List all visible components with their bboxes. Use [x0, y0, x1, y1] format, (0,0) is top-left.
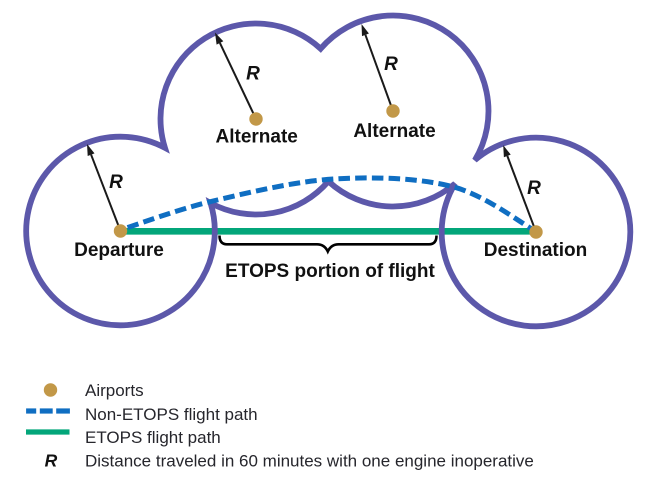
svg-text:Airports: Airports: [85, 381, 144, 400]
svg-text:R: R: [527, 178, 541, 199]
svg-text:Destination: Destination: [484, 240, 587, 261]
svg-text:R: R: [384, 54, 398, 75]
svg-text:R: R: [45, 451, 58, 471]
svg-text:R: R: [109, 172, 123, 193]
svg-text:Alternate: Alternate: [353, 121, 435, 142]
svg-text:R: R: [246, 64, 260, 85]
svg-text:ETOPS flight path: ETOPS flight path: [85, 428, 221, 447]
svg-text:Non-ETOPS flight path: Non-ETOPS flight path: [85, 405, 258, 424]
svg-text:Distance traveled in 60 minute: Distance traveled in 60 minutes with one…: [85, 452, 534, 471]
svg-text:Departure: Departure: [74, 240, 164, 261]
svg-text:Alternate: Alternate: [216, 127, 298, 148]
svg-text:ETOPS portion of flight: ETOPS portion of flight: [225, 261, 435, 282]
